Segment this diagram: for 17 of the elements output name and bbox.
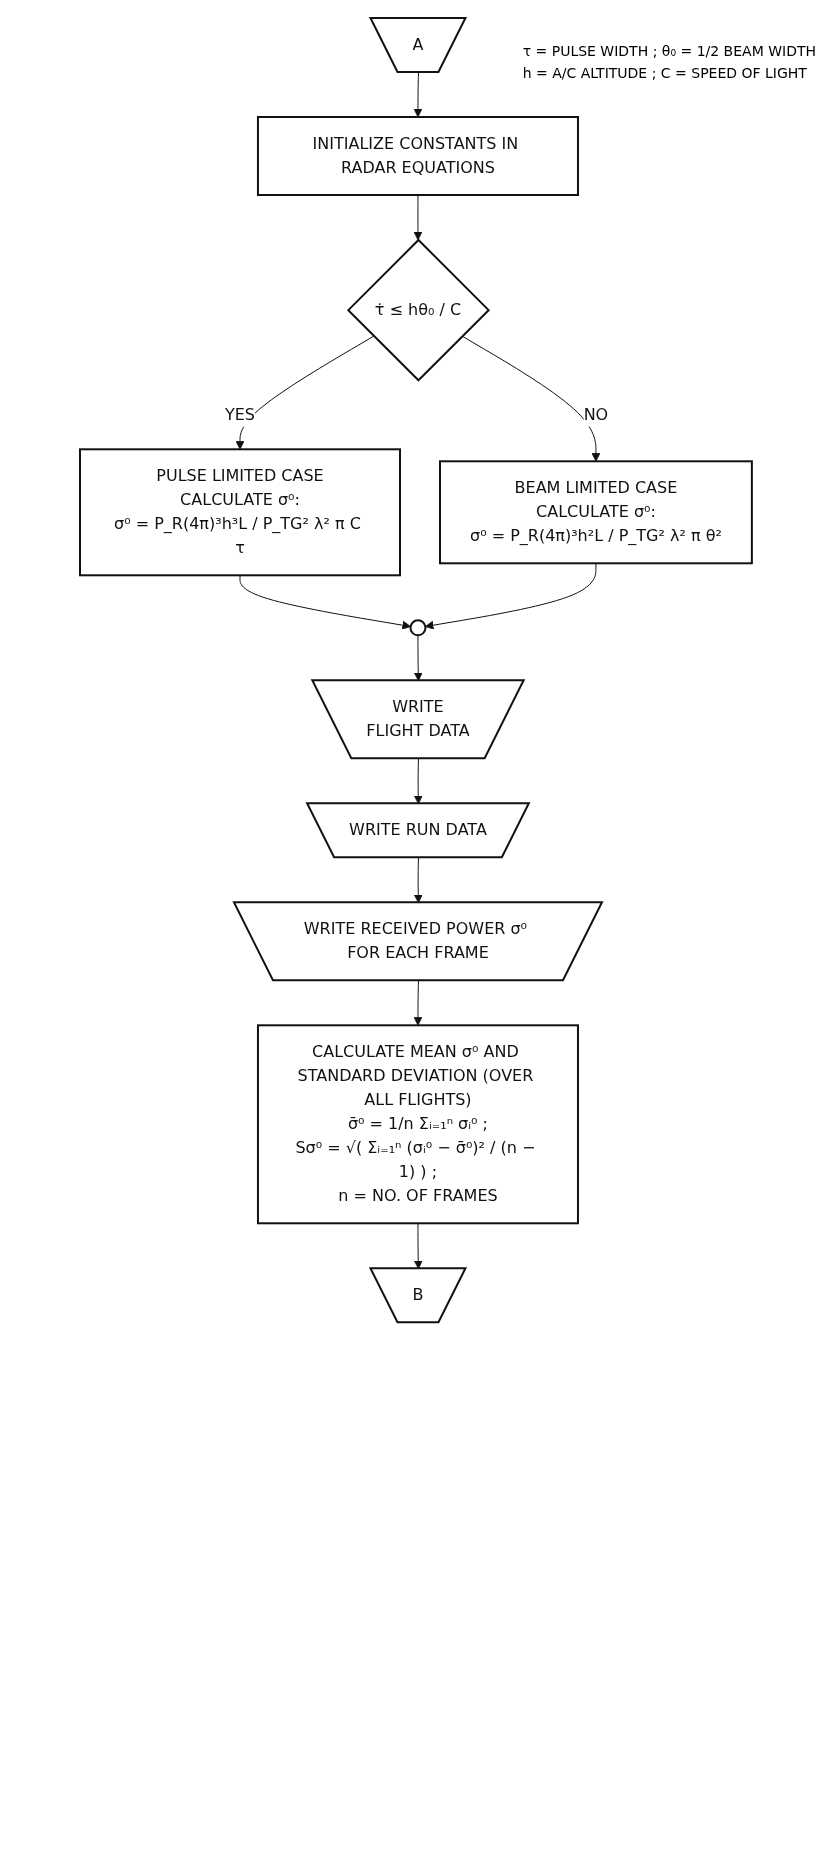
note-text: h = A/C ALTITUDE ; C = SPEED OF LIGHT [522,64,808,84]
arrow [413,194,423,241]
arrow [425,562,597,630]
arrow [413,72,423,118]
node-circle [409,619,427,637]
node-box: BEAM LIMITED CASE CALCULATE σ⁰: σ⁰ = P_R(4π)³h²L / P_TG² λ² π θ² [439,460,753,565]
node-box: CALCULATE MEAN σ⁰ AND STANDARD DEVIATION (OVER ALL FLIGHTS) σ̄⁰ = 1/n Σᵢ₌₁ⁿ σᵢ⁰ ; Sσ⁰ = √( Σᵢ₌₁ⁿ (σᵢ⁰ − σ̄⁰)² / (n − 1) ) ; n = NO. OF FRAMES [257,1024,580,1225]
arrow [235,335,375,450]
node-diamond: τ̇ ≤ hθ₀ / C [346,238,491,382]
arrow [413,980,423,1026]
node-box: INITIALIZE CONSTANTS IN RADAR EQUATIONS [257,116,580,196]
node-box: PULSE LIMITED CASE CALCULATE σ⁰: σ⁰ = P_R(4π)³h³L / P_TG² λ² π C τ [79,448,402,577]
edge-label: NO [583,404,609,424]
arrow [239,574,412,630]
note-text: τ = PULSE WIDTH ; θ₀ = 1/2 BEAM WIDTH [522,42,816,61]
arrow [461,335,601,462]
edge-label: YES [225,404,256,424]
